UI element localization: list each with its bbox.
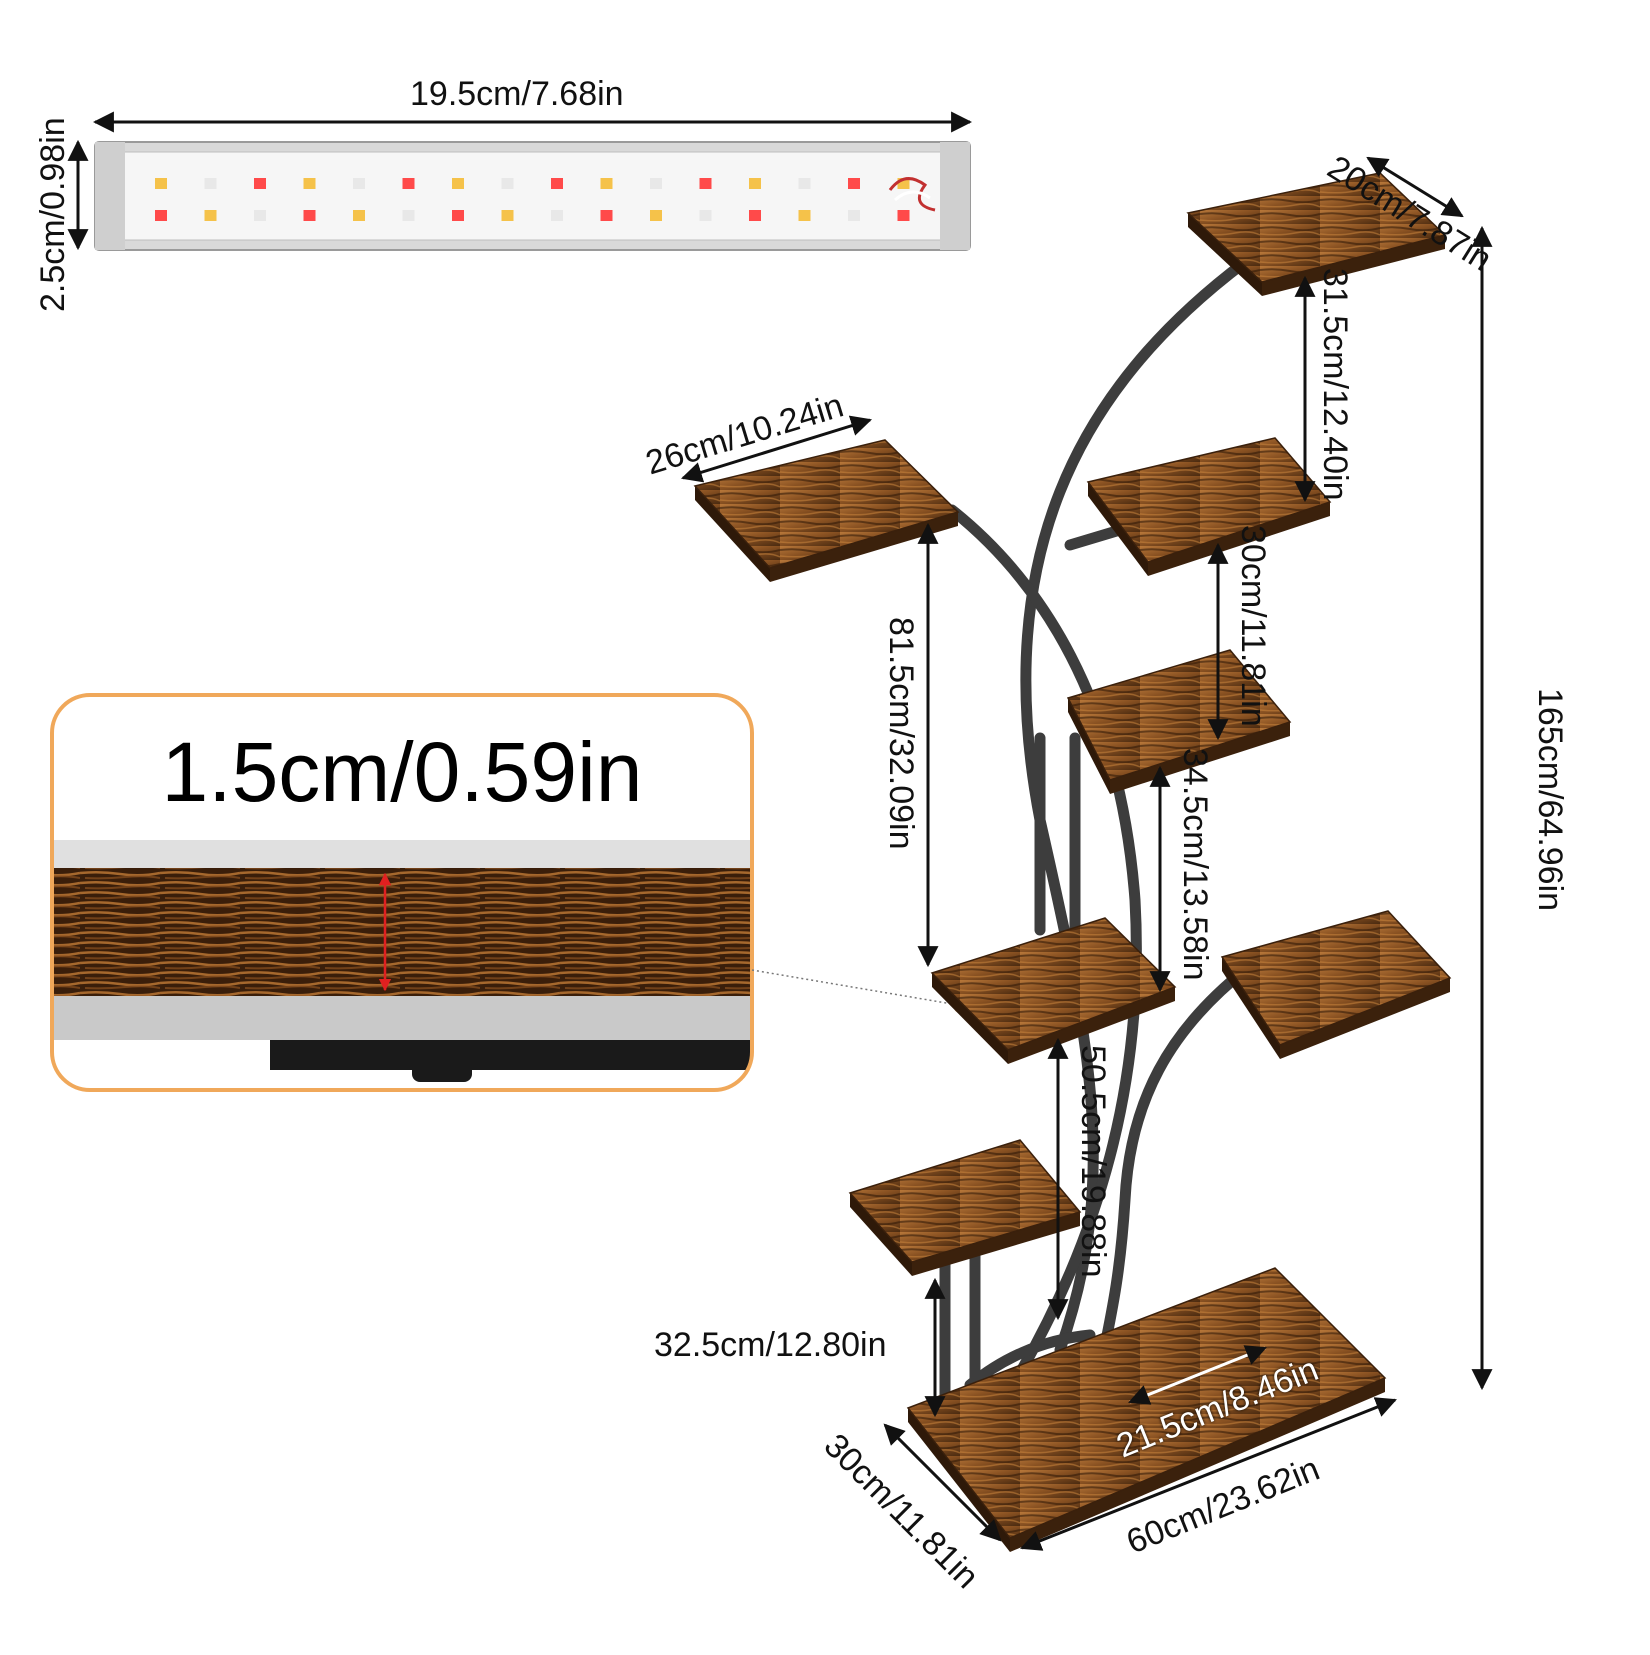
gap-505-label: 50.5cm/19.88in <box>1074 1045 1112 1278</box>
led-chip <box>897 178 910 189</box>
led-chip <box>551 178 563 189</box>
led-chip <box>402 178 415 189</box>
led-chip <box>402 210 415 221</box>
stand-dimension-lines <box>680 156 1493 1551</box>
shelf-board <box>1220 910 1452 1059</box>
led-chip <box>353 210 365 221</box>
inset-pointer-line <box>751 969 959 1006</box>
led-chip <box>650 178 662 189</box>
led-chip <box>897 210 910 221</box>
led-chip <box>155 210 167 221</box>
led-chip <box>303 178 316 189</box>
inner-width-line <box>1128 1345 1267 1405</box>
led-chip <box>600 210 613 221</box>
led-chip <box>501 210 514 221</box>
led-chip <box>650 210 662 221</box>
led-chip <box>254 210 266 221</box>
led-chip <box>848 178 860 189</box>
led-chip <box>452 178 464 189</box>
led-chip <box>303 210 316 221</box>
led-chip <box>204 210 217 221</box>
led-chip <box>452 210 464 221</box>
led-chip <box>155 178 167 189</box>
top-gap-label: 31.5cm/12.40in <box>1316 268 1354 501</box>
inset-border <box>50 693 754 1092</box>
led-chip <box>798 178 811 189</box>
led-chip <box>749 178 761 189</box>
led-chip <box>699 178 712 189</box>
bottom-gap-label: 32.5cm/12.80in <box>654 1326 887 1364</box>
depth-line <box>883 1423 1002 1542</box>
led-chip-row <box>155 178 910 221</box>
gap-345-label: 34.5cm/13.58in <box>1176 748 1214 981</box>
led-chip <box>551 210 563 221</box>
led-chip <box>699 210 712 221</box>
led-chip <box>204 178 217 189</box>
left-shelf-width-line <box>680 415 873 483</box>
led-light-bar <box>94 141 971 251</box>
thickness-inset <box>50 693 754 1092</box>
led-chip <box>749 210 761 221</box>
width-line <box>1020 1397 1397 1551</box>
led-chip <box>353 178 365 189</box>
top-shelf-width-line <box>1366 156 1464 218</box>
gap-30-label: 30cm/11.81in <box>1234 525 1272 727</box>
shelf-board <box>1086 437 1332 576</box>
led-chip <box>848 210 860 221</box>
total-height-label: 165cm/64.96in <box>1531 688 1569 912</box>
led-length-label: 19.5cm/7.68in <box>410 75 624 113</box>
led-height-label: 2.5cm/0.98in <box>34 117 72 312</box>
thickness-label: 1.5cm/0.59in <box>161 725 643 819</box>
shelf-board <box>848 1139 1082 1276</box>
height-815-label: 81.5cm/32.09in <box>882 617 920 850</box>
led-chip <box>254 178 266 189</box>
board-edge-grain <box>52 868 752 996</box>
led-chip <box>798 210 811 221</box>
led-chip <box>600 178 613 189</box>
led-chip <box>501 178 514 189</box>
